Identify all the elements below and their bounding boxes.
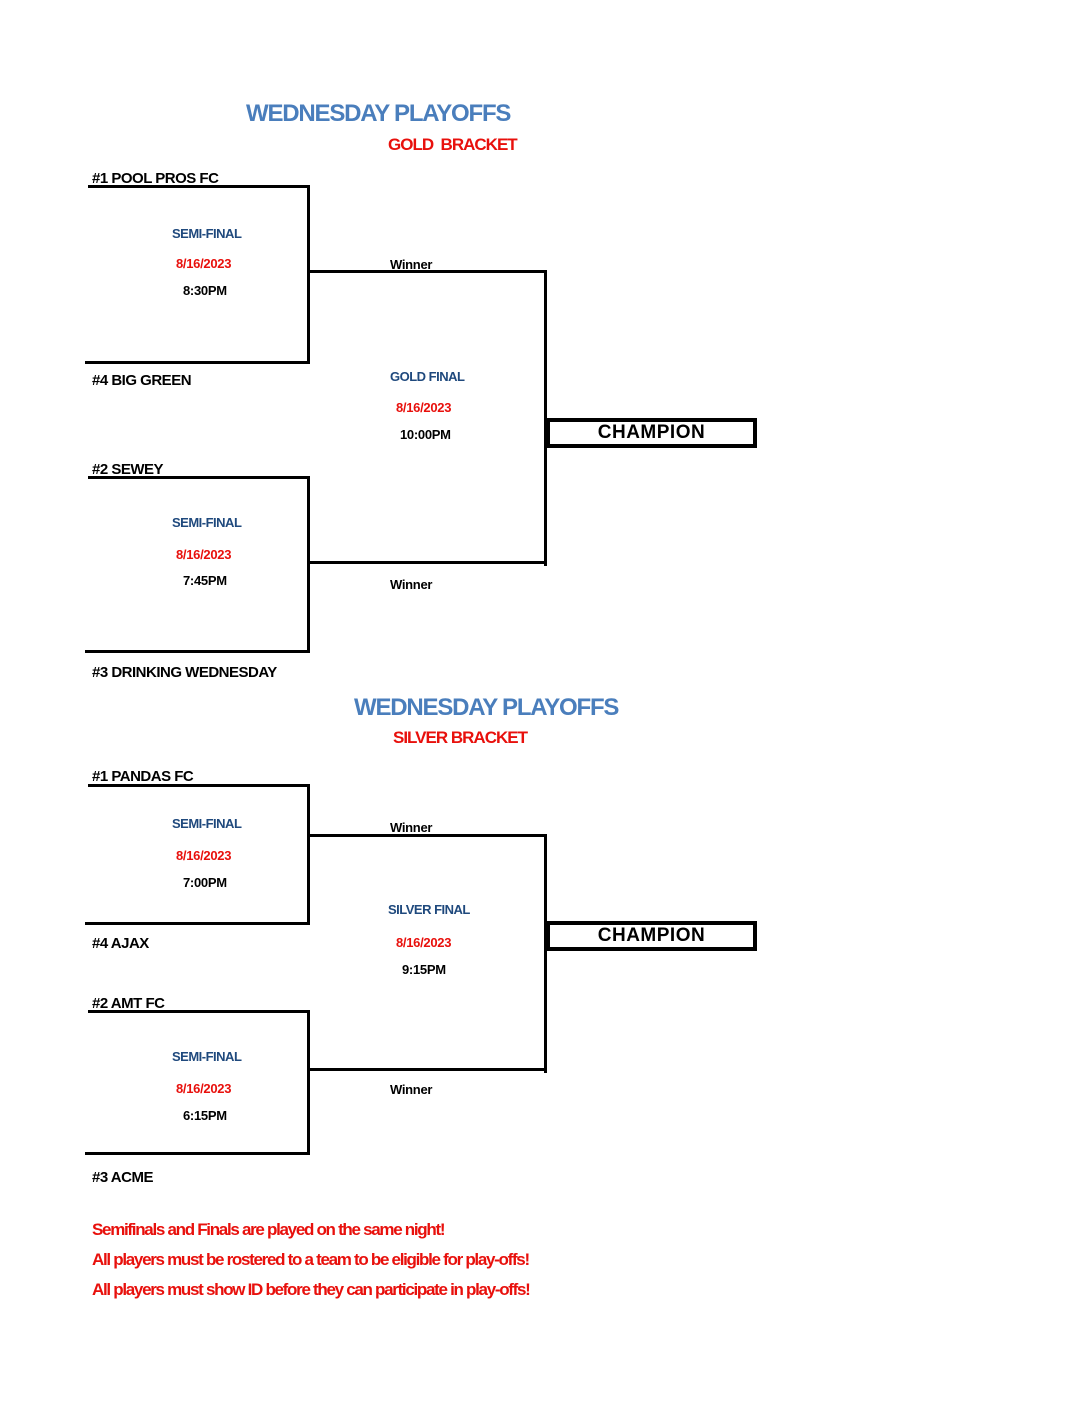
silver-bracket-title: WEDNESDAY PLAYOFFS: [354, 694, 619, 721]
silver-team2-line: [85, 922, 310, 925]
silver-semifinal1-label: SEMI-FINAL: [172, 816, 242, 831]
silver-bracket-subtitle: SILVER BRACKET: [393, 728, 528, 747]
gold-final-time: 10:00PM: [400, 427, 451, 442]
silver-team-2: #4 AJAX: [92, 935, 149, 952]
gold-final-vertical-line: [544, 270, 547, 566]
gold-winner-top-line: [307, 270, 547, 273]
gold-semifinal2-time: 7:45PM: [183, 573, 227, 588]
silver-final-vertical-line: [544, 834, 547, 1073]
gold-bracket-subtitle: GOLD BRACKET: [388, 135, 518, 154]
silver-winner-bottom-label: Winner: [390, 1082, 433, 1097]
footer-note-2: All players must be rostered to a team t…: [92, 1250, 530, 1269]
gold-final-label: GOLD FINAL: [390, 369, 465, 384]
gold-team2-line: [85, 361, 310, 364]
silver-team-3: #2 AMT FC: [92, 995, 165, 1012]
gold-winner-bottom-label: Winner: [390, 577, 433, 592]
silver-winner-bottom-line: [307, 1068, 547, 1071]
silver-team4-line: [85, 1152, 310, 1155]
gold-team4-line: [85, 650, 310, 653]
gold-champion-label: CHAMPION: [597, 422, 706, 443]
footer-note-3: All players must show ID before they can…: [92, 1280, 531, 1299]
silver-semifinal1-date: 8/16/2023: [176, 848, 232, 863]
gold-semifinal2-date: 8/16/2023: [176, 547, 232, 562]
silver-team-4: #3 ACME: [92, 1169, 153, 1186]
gold-team-1: #1 POOL PROS FC: [92, 170, 219, 187]
gold-team3-line: [88, 476, 310, 479]
silver-team3-line: [88, 1010, 310, 1013]
silver-semifinal1-time: 7:00PM: [183, 875, 227, 890]
silver-final-label: SILVER FINAL: [388, 902, 470, 917]
silver-champion-box: CHAMPION: [546, 921, 757, 951]
gold-semifinal1-vertical-line: [307, 185, 310, 364]
silver-winner-top-label: Winner: [390, 820, 433, 835]
silver-semifinal2-label: SEMI-FINAL: [172, 1049, 242, 1064]
silver-semifinal1-vertical-line: [307, 784, 310, 925]
silver-final-date: 8/16/2023: [396, 935, 452, 950]
gold-final-date: 8/16/2023: [396, 400, 452, 415]
footer-note-1: Semifinals and Finals are played on the …: [92, 1220, 446, 1239]
silver-champion-label: CHAMPION: [597, 925, 706, 946]
gold-team-4: #3 DRINKING WEDNESDAY: [92, 664, 277, 681]
gold-bracket-title: WEDNESDAY PLAYOFFS: [246, 100, 511, 127]
gold-team-2: #4 BIG GREEN: [92, 372, 192, 389]
gold-semifinal2-vertical-line: [307, 476, 310, 653]
gold-semifinal2-label: SEMI-FINAL: [172, 515, 242, 530]
gold-champion-box: CHAMPION: [546, 418, 757, 448]
silver-semifinal2-date: 8/16/2023: [176, 1081, 232, 1096]
silver-semifinal2-vertical-line: [307, 1010, 310, 1155]
gold-winner-bottom-line: [307, 561, 547, 564]
gold-semifinal1-label: SEMI-FINAL: [172, 226, 242, 241]
gold-semifinal1-date: 8/16/2023: [176, 256, 232, 271]
gold-winner-top-label: Winner: [390, 257, 433, 272]
gold-team1-line: [88, 185, 310, 188]
silver-final-time: 9:15PM: [402, 962, 446, 977]
silver-semifinal2-time: 6:15PM: [183, 1108, 227, 1123]
silver-team-1: #1 PANDAS FC: [92, 768, 194, 785]
silver-winner-top-line: [307, 834, 547, 837]
gold-semifinal1-time: 8:30PM: [183, 283, 227, 298]
silver-team1-line: [88, 784, 310, 787]
gold-team-3: #2 SEWEY: [92, 461, 164, 478]
